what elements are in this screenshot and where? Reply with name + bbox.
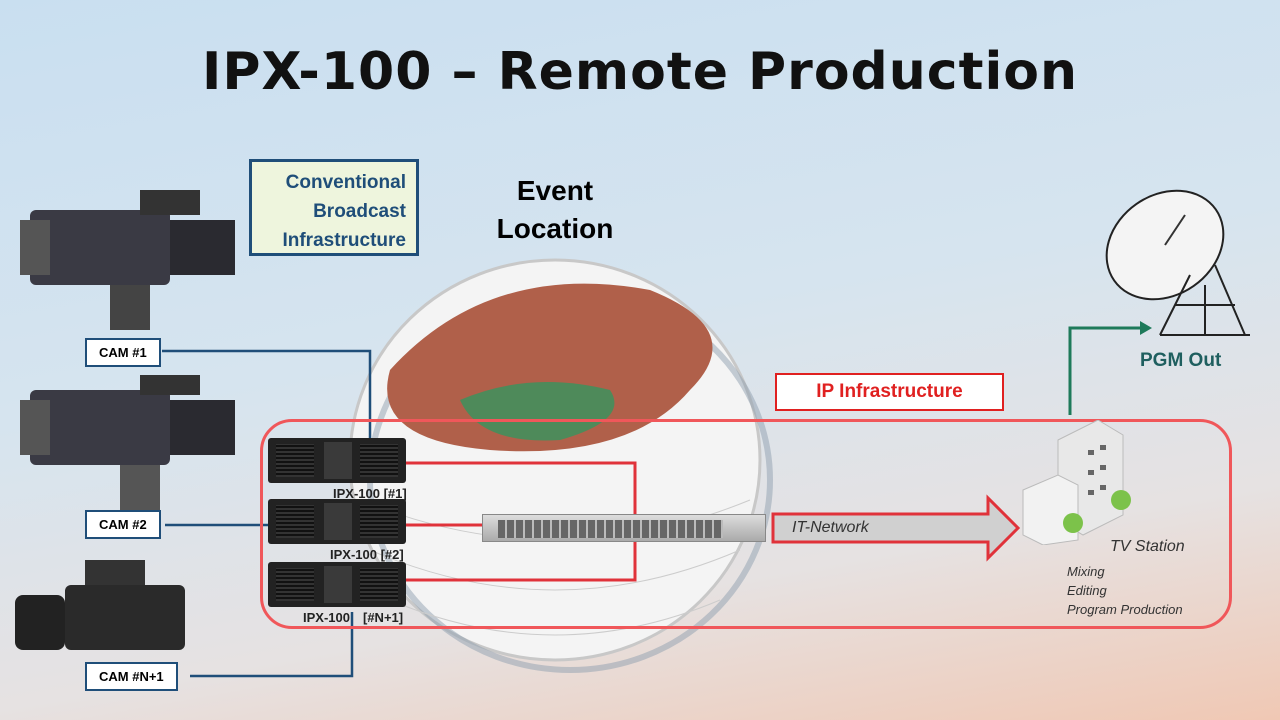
ipx-unit-n xyxy=(268,562,406,607)
tv-station-building-icon xyxy=(1022,420,1131,545)
conventional-infrastructure-label: Conventional Broadcast Infrastructure xyxy=(249,159,419,256)
page-title: IPX-100 – Remote Production xyxy=(201,42,1079,102)
label-line: Event xyxy=(516,175,594,206)
stadium-image xyxy=(348,258,773,673)
it-network-arrow xyxy=(771,494,1021,562)
cam-2-label: CAM #2 xyxy=(85,510,161,539)
camera-2-image xyxy=(20,375,235,510)
task-item: Editing xyxy=(1067,583,1107,598)
pgm-out-label: PGM Out xyxy=(1140,350,1222,371)
cam-n-label: CAM #N+1 xyxy=(85,662,178,691)
label-line: Infrastructure xyxy=(282,230,406,251)
label-line: Location xyxy=(496,213,614,244)
satellite-dish-icon xyxy=(1105,189,1250,336)
ip-infrastructure-label: IP Infrastructure xyxy=(775,373,1004,411)
ipx-unit-2-label: IPX-100 [#2] xyxy=(330,547,404,562)
camera-n-image xyxy=(15,560,185,650)
task-item: Mixing xyxy=(1067,564,1105,579)
camera-1-image xyxy=(20,190,235,330)
ipx-unit-n-label: IPX-100 xyxy=(303,610,350,625)
tv-station-label: TV Station xyxy=(1110,538,1185,555)
ipx-unit-2 xyxy=(268,499,406,544)
event-location-label: Event Location xyxy=(470,172,640,248)
label-line: Broadcast xyxy=(313,201,406,222)
it-network-label: IT-Network xyxy=(792,519,869,536)
label-line: Conventional xyxy=(285,172,406,193)
ipx-unit-1 xyxy=(268,438,406,483)
ipx-unit-1-label: IPX-100 [#1] xyxy=(333,486,407,501)
cam-1-label: CAM #1 xyxy=(85,338,161,367)
task-item: Program Production xyxy=(1067,602,1183,617)
ip-infrastructure-area xyxy=(260,419,1232,629)
network-switch xyxy=(482,514,766,542)
tv-station-tasks: Mixing Editing Program Production xyxy=(1067,562,1183,619)
ipx-unit-n-index: [#N+1] xyxy=(363,610,404,625)
